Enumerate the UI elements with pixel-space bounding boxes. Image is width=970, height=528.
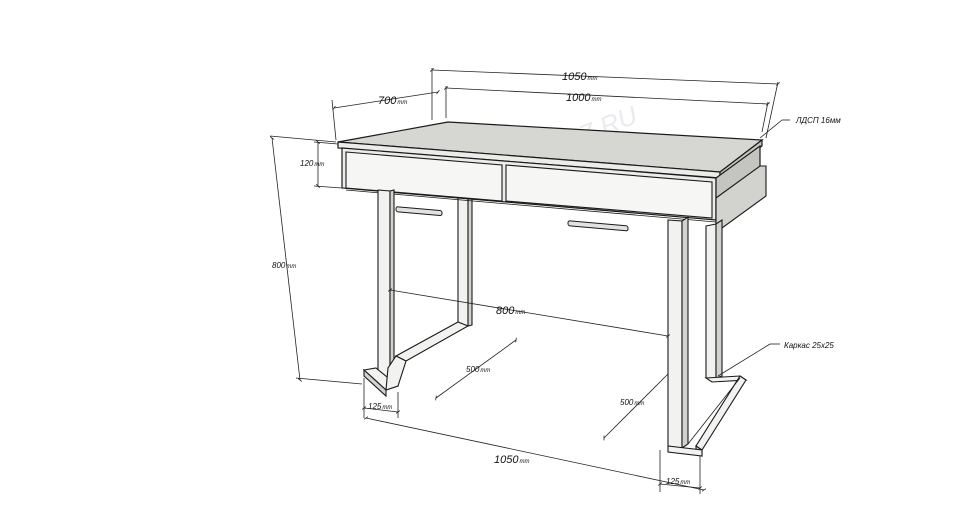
dim-base-width: 1050mm bbox=[494, 454, 529, 466]
back-left-leg bbox=[394, 196, 473, 362]
dim-top-width: 1050mm bbox=[562, 71, 597, 83]
dim-left-foot: 125mm bbox=[368, 402, 392, 411]
dim-inner-width: 1000mm bbox=[566, 92, 601, 104]
material-note: ЛДСП 16мм bbox=[795, 116, 841, 125]
front-left-leg bbox=[362, 189, 407, 398]
dim-leg-span: 800mm bbox=[496, 305, 525, 317]
left-drawer-handle[interactable] bbox=[395, 206, 443, 217]
right-drawer-handle[interactable] bbox=[567, 220, 629, 232]
dim-apron-height: 120mm bbox=[300, 159, 324, 168]
right-drawer[interactable] bbox=[505, 164, 713, 219]
left-drawer[interactable] bbox=[345, 151, 503, 202]
dim-total-height: 800mm bbox=[272, 261, 296, 270]
dim-right-base-depth: 500mm bbox=[620, 398, 644, 407]
dim-left-base-depth: 500mm bbox=[466, 365, 490, 374]
desk-top bbox=[337, 121, 764, 180]
drawer-box bbox=[341, 144, 767, 232]
dim-top-depth: 700mm bbox=[378, 95, 407, 107]
frame-note: Каркас 25х25 bbox=[784, 341, 834, 350]
front-right-leg bbox=[667, 215, 689, 450]
dim-right-foot: 125mm bbox=[666, 477, 690, 486]
